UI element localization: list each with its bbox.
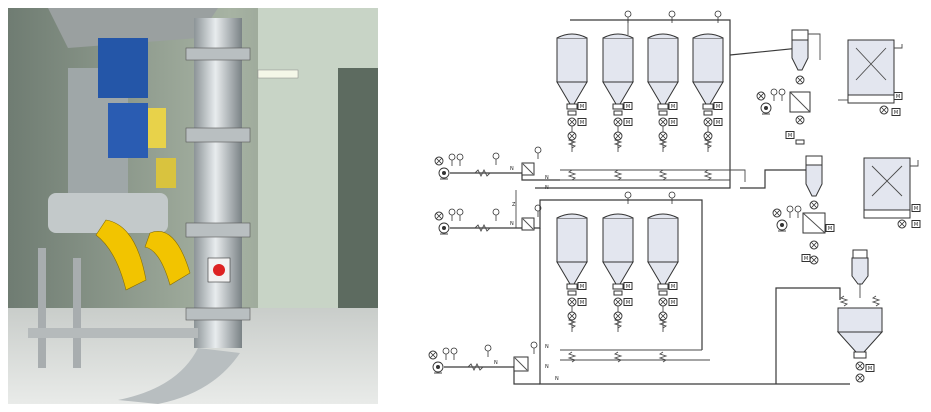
silo-group-middle: N N xyxy=(534,191,850,385)
receiver-unit-top xyxy=(729,29,903,145)
svg-text:N: N xyxy=(494,360,498,366)
silo-group-top xyxy=(535,10,746,189)
receiver-unit-bottom xyxy=(775,249,884,384)
svg-text:N: N xyxy=(545,175,549,181)
svg-text:N: N xyxy=(510,166,514,172)
svg-text:N: N xyxy=(555,376,559,382)
svg-text:N: N xyxy=(510,221,514,227)
blower-train-3: N N xyxy=(429,341,559,385)
blower-train-1: N N N xyxy=(435,146,560,191)
svg-text:Z: Z xyxy=(512,202,516,208)
svg-text:N: N xyxy=(545,344,549,350)
svg-text:N: N xyxy=(545,364,549,370)
receiver-unit-middle xyxy=(740,155,921,265)
hazard-sticker-icon xyxy=(207,257,231,283)
equipment-photo xyxy=(8,8,378,404)
svg-text:N: N xyxy=(545,185,549,191)
process-flow-schematic: M xyxy=(410,10,921,385)
blower-train-2: N Z xyxy=(435,190,542,234)
